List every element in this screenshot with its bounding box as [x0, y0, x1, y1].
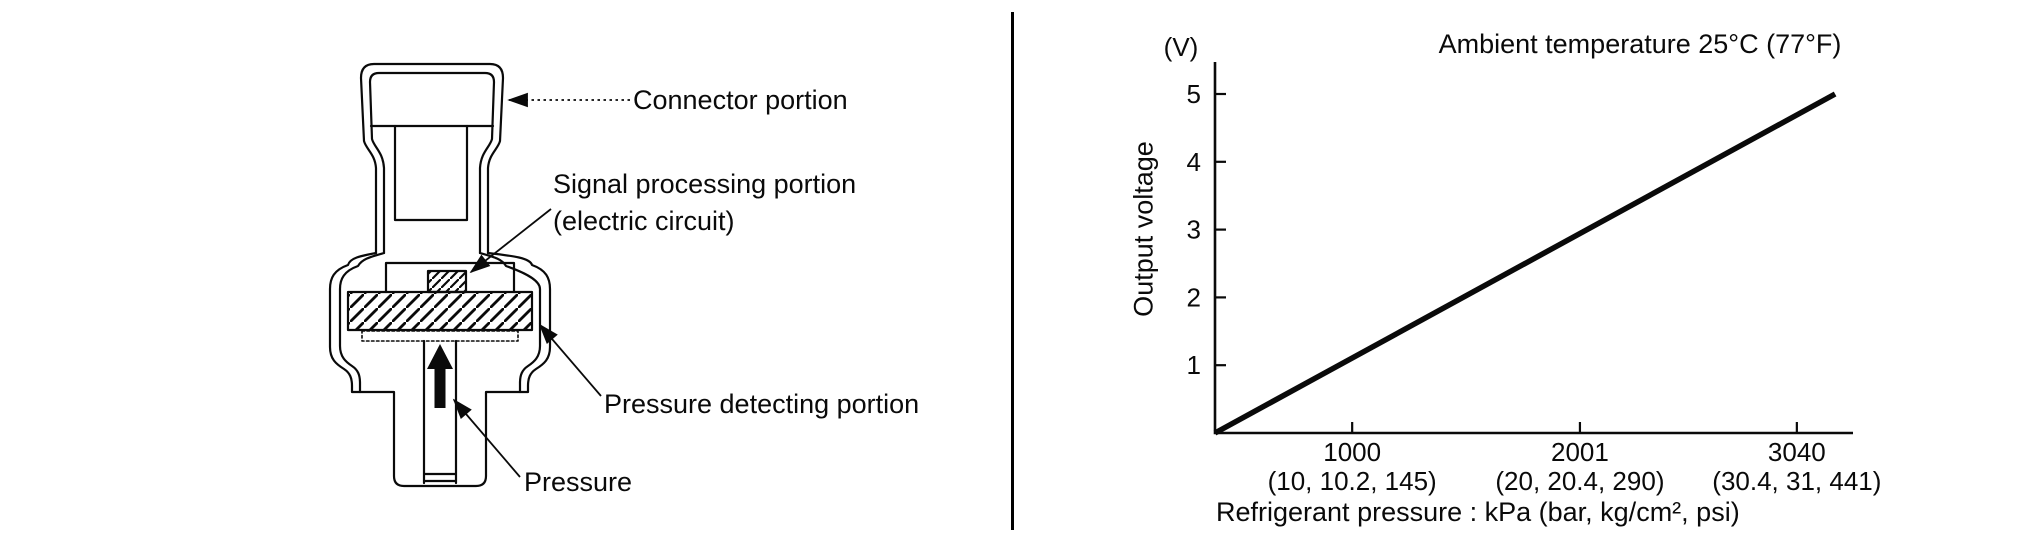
- x-tick-label: 3040: [1768, 437, 1826, 467]
- x-tick-alt-units: (20, 20.4, 290): [1495, 466, 1664, 496]
- pressure-detecting-leader-line: [538, 323, 602, 397]
- body-outline-inner: [338, 251, 542, 394]
- body-outline-outer: [328, 251, 552, 488]
- pressure-flow-arrow: [427, 344, 453, 408]
- signal-processing-label-line1: Signal processing portion: [553, 169, 857, 199]
- y-tick-label: 1: [1187, 350, 1201, 380]
- signal-processing-box: [426, 269, 468, 294]
- y-tick-label: 4: [1187, 147, 1201, 177]
- chart-title: Ambient temperature 25°C (77°F): [1438, 29, 1842, 59]
- y-tick-label: 3: [1187, 215, 1201, 245]
- x-tick-alt-units: (30.4, 31, 441): [1712, 466, 1881, 496]
- chart-axes: [1213, 62, 1853, 435]
- x-tick-label: 2001: [1551, 437, 1609, 467]
- pressure-detecting-portion-label: Pressure detecting portion: [604, 389, 920, 419]
- panel-divider: [1011, 12, 1014, 530]
- pressure-leader-line: [452, 398, 521, 478]
- diaphragm-strip: [361, 330, 519, 342]
- pressure-detecting-plate: [346, 290, 534, 332]
- internal-cap: [384, 261, 516, 294]
- connector-outline-inner: [368, 71, 496, 255]
- y-axis-title: Output voltage: [1128, 141, 1159, 317]
- x-tick-label: 1000: [1323, 437, 1381, 467]
- connector-portion-label: Connector portion: [633, 85, 848, 115]
- signal-processing-label-line2: (electric circuit): [553, 206, 735, 236]
- x-axis-title: Refrigerant pressure : kPa (bar, kg/cm²,…: [1216, 497, 1740, 527]
- y-tick-label: 5: [1187, 79, 1201, 109]
- connector-outline-outer: [359, 62, 505, 255]
- signal-processing-leader-line: [469, 208, 552, 274]
- pressure-label: Pressure: [524, 467, 633, 497]
- x-tick-alt-units: (10, 10.2, 145): [1268, 466, 1437, 496]
- output-voltage-line: [1213, 91, 1837, 436]
- y-axis-unit-label: (V): [1163, 32, 1199, 62]
- sensor-diagram-svg: [328, 62, 630, 488]
- y-tick-label: 2: [1187, 282, 1201, 312]
- connector-terminal-channel: [393, 124, 469, 222]
- signal-processing-label: Signal processing portion (electric circ…: [553, 166, 856, 240]
- chart-svg: 1 2 3 4 5 1000(10, 10.2, 145) 2001(20, 20.4, 2…: [1187, 62, 1881, 496]
